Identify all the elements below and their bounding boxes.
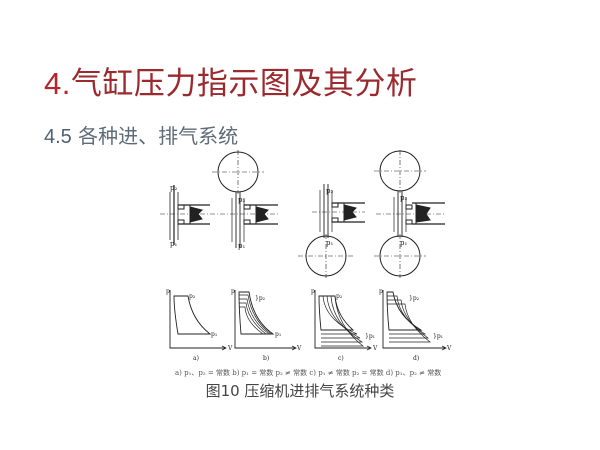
- svg-text:p₁: p₁: [170, 240, 177, 248]
- svg-text:p₂: p₂: [326, 187, 333, 195]
- slide-title-number: 4.: [44, 66, 71, 101]
- svg-text:p: p: [311, 288, 315, 295]
- svg-text:V: V: [227, 345, 233, 352]
- cylinder-diagram-d: p₂ p₁: [374, 150, 445, 278]
- svg-text:V: V: [296, 345, 302, 352]
- svg-text:b): b): [263, 355, 269, 362]
- svg-text:V: V: [372, 345, 378, 352]
- svg-text:c): c): [338, 355, 344, 362]
- svg-text:p₂: p₂: [170, 184, 177, 192]
- svg-text:p₁: p₁: [238, 242, 245, 250]
- svg-text:p₁: p₁: [211, 331, 217, 338]
- slide-title: 4.气缸压力指示图及其分析: [44, 58, 417, 103]
- compressor-figure: p₂ p₁ p₂ p₁: [160, 150, 460, 385]
- pv-diagram-c: p p₂ }p₁ V c): [311, 288, 378, 362]
- slide-title-text: 气缸压力指示图及其分析: [70, 66, 418, 102]
- pv-diagram-a: p p₂ p₁ V a): [166, 288, 233, 362]
- cylinder-diagram-b: p₂ p₁: [210, 150, 278, 250]
- svg-text:}p₁: }p₁: [433, 333, 443, 340]
- svg-text:p₁: p₁: [400, 239, 407, 247]
- svg-text:p: p: [379, 288, 383, 295]
- svg-text:V: V: [446, 345, 452, 352]
- svg-text:a): a): [193, 355, 199, 362]
- svg-text:p: p: [166, 288, 170, 295]
- svg-text:p₁: p₁: [326, 239, 333, 247]
- svg-text:d): d): [413, 355, 419, 362]
- svg-text:p₂: p₂: [238, 196, 245, 204]
- slide-subtitle: 4.5 各种进、排气系统: [44, 120, 238, 149]
- figure-caption: 图10 压缩机进排气系统种类: [205, 382, 395, 400]
- svg-text:p₂: p₂: [336, 293, 343, 300]
- svg-text:}p₁: }p₁: [365, 333, 375, 340]
- svg-text:}p₂: }p₂: [255, 295, 266, 302]
- figure-legend: a) p₁、p₂ = 常数 b) p₁ = 常数 p₂ ≠ 常数 c) p₁ ≠…: [175, 369, 442, 377]
- svg-text:p₁: p₁: [275, 331, 281, 338]
- cylinder-diagram-c: p₂ p₁: [298, 184, 365, 278]
- svg-text:p: p: [231, 288, 235, 295]
- cylinder-diagram-a: p₂ p₁: [160, 184, 210, 248]
- svg-text:p₂: p₂: [189, 293, 196, 300]
- svg-text:p₂: p₂: [400, 194, 407, 202]
- pv-diagram-b: p }p₂ p₁ V b): [231, 288, 302, 362]
- subtitle-text: 各种进、排气系统: [78, 124, 239, 148]
- pv-diagram-d: p }p₂ }p₁ V d): [379, 288, 452, 362]
- svg-text:}p₂: }p₂: [409, 295, 420, 302]
- subtitle-number: 4.5: [44, 126, 72, 148]
